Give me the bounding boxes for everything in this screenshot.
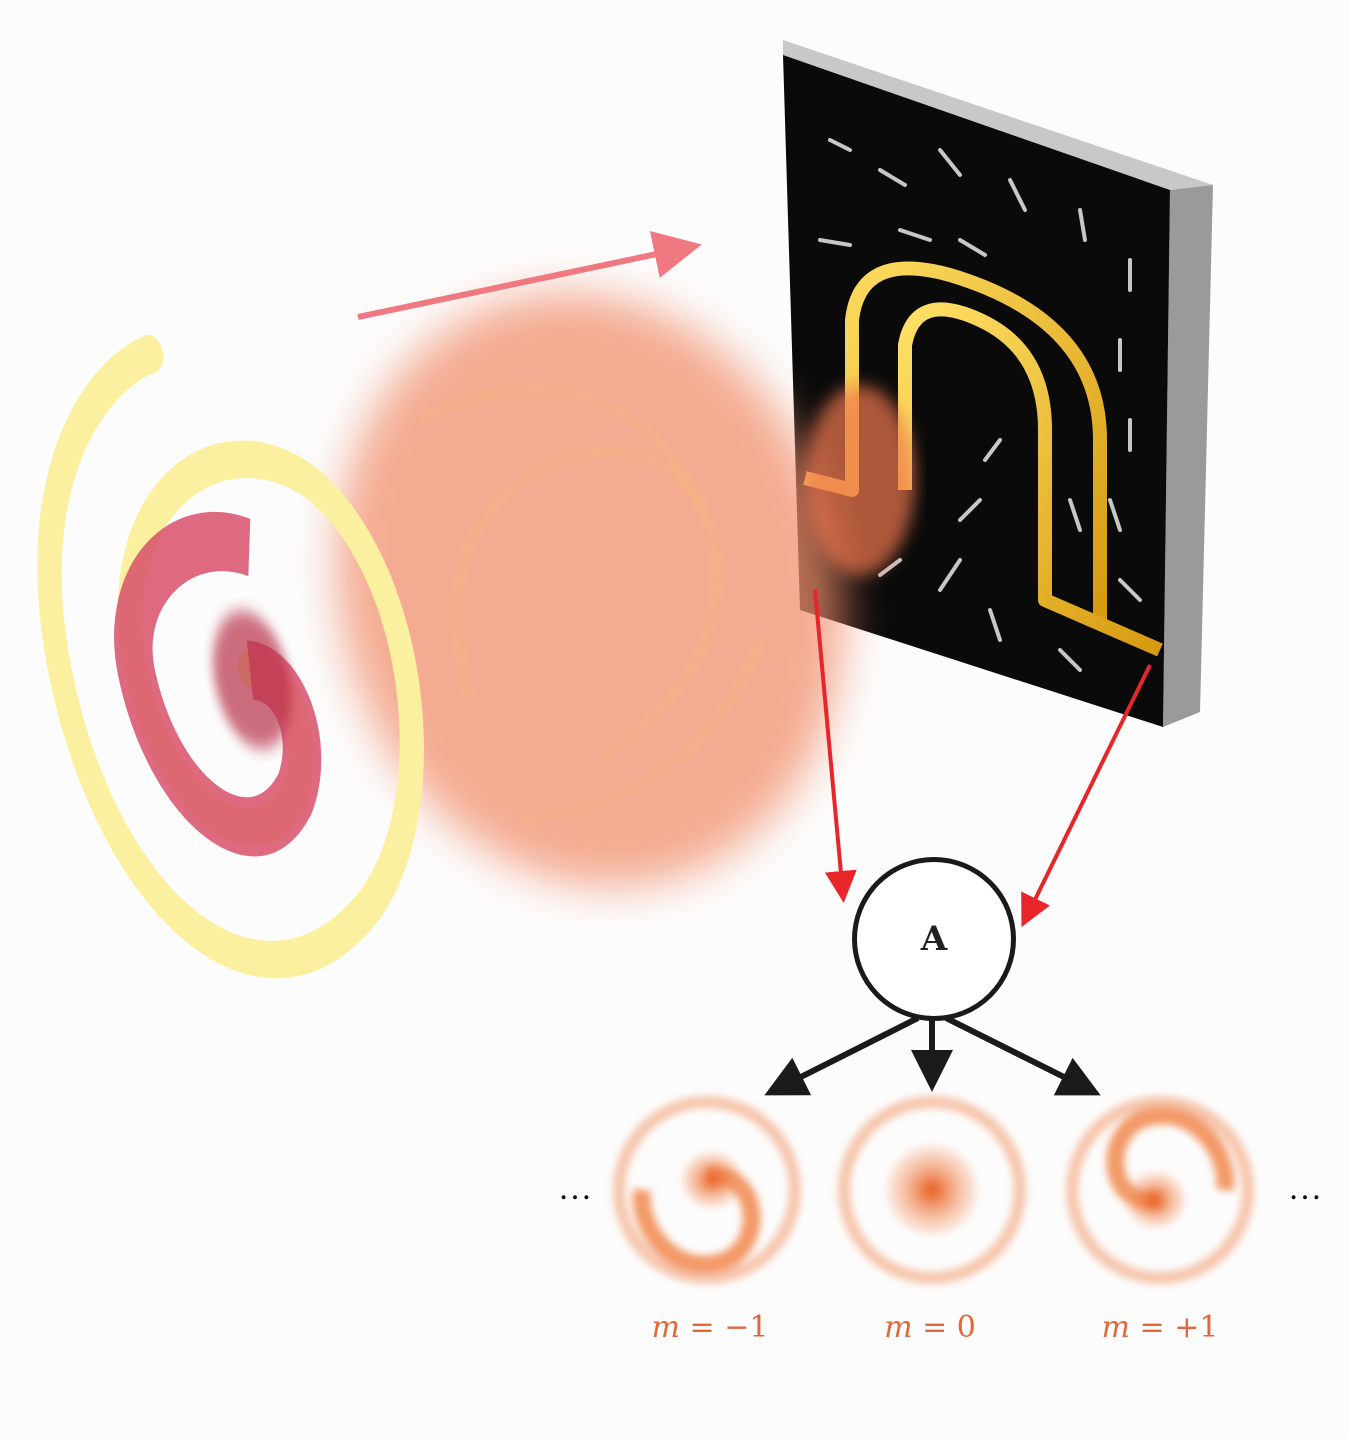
field-vectors — [818, 138, 1142, 672]
mode-label-minus-1: m = −1 — [651, 1310, 769, 1345]
mode-plus-1 — [1066, 1096, 1254, 1284]
node-label: A — [920, 919, 948, 959]
propagation-arrow — [357, 230, 702, 320]
mode-label-0: m = 0 — [884, 1310, 976, 1345]
source-spiral — [37, 334, 424, 979]
ellipsis-right: … — [1288, 1170, 1322, 1207]
vortex-beam — [336, 293, 915, 887]
ellipsis-left: … — [558, 1170, 592, 1207]
output-arrow-right — [1021, 664, 1152, 928]
waveguide — [803, 261, 1163, 657]
operation-node: A — [852, 857, 1016, 1021]
branch-arrow-left — [764, 1015, 920, 1096]
branch-arrow-right — [944, 1015, 1101, 1096]
mode-0 — [838, 1096, 1026, 1284]
mode-label-plus-1: m = +1 — [1101, 1310, 1219, 1345]
output-arrow-left — [813, 589, 857, 903]
metasurface-plate — [783, 40, 1213, 727]
mode-minus-1 — [613, 1096, 801, 1284]
